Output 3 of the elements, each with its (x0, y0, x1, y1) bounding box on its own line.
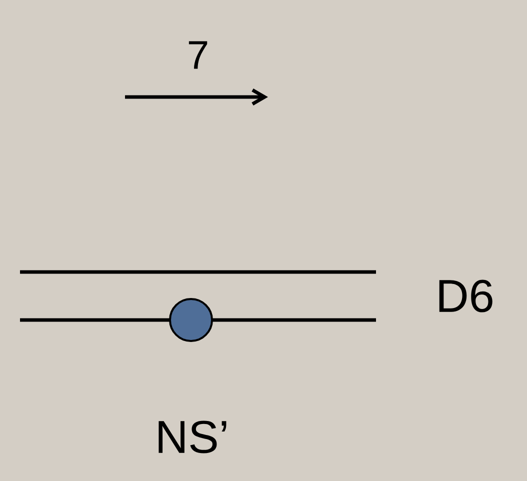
label: D6 (439, 280, 492, 312)
label: NS’ (158, 420, 226, 454)
label: 7 (188, 41, 208, 69)
